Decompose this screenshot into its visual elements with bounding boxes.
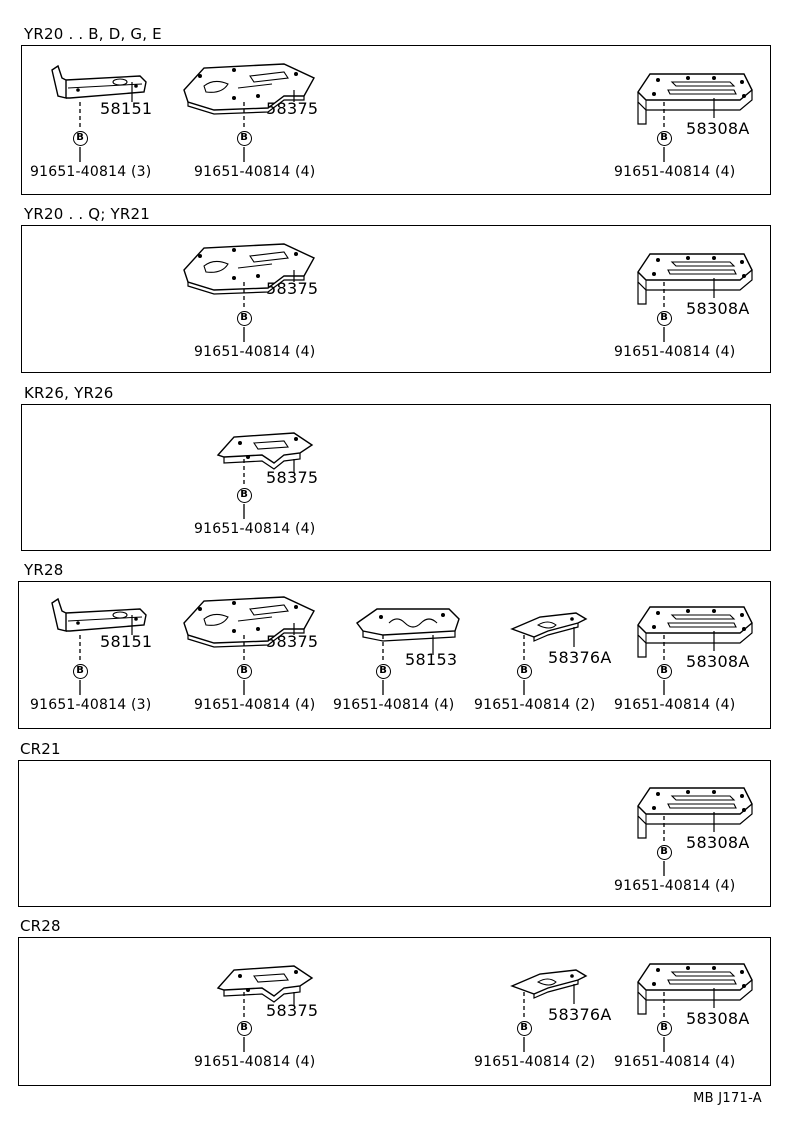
part-drawing-bracket xyxy=(51,597,147,695)
bolt-spec-label: 91651-40814 (4) xyxy=(194,344,316,360)
part-number-label: 58308A xyxy=(686,833,750,852)
section-box-yr28 xyxy=(18,581,771,729)
section-label-yr20-q-yr21: YR20 . . Q; YR21 xyxy=(24,205,151,223)
part-number-label: 58376A xyxy=(548,648,612,667)
bolt-spec-label: 91651-40814 (3) xyxy=(30,697,152,713)
part-number-label: 58375 xyxy=(266,632,319,651)
section-box-yr20-bdge xyxy=(21,45,771,195)
part-number-label: 58308A xyxy=(686,652,750,671)
bolt-spec-label: 91651-40814 (3) xyxy=(30,164,152,180)
bolt-spec-label: 91651-40814 (4) xyxy=(194,1054,316,1070)
part-drawing-strip xyxy=(510,612,588,695)
section-label-cr28: CR28 xyxy=(20,917,61,935)
bolt-spec-label: 91651-40814 (2) xyxy=(474,697,596,713)
section-label-yr28: YR28 xyxy=(24,561,64,579)
part-number-label: 58308A xyxy=(686,1009,750,1028)
section-label-cr21: CR21 xyxy=(20,740,61,758)
bolt-marker-b: B xyxy=(656,844,672,860)
part-drawing-strip xyxy=(510,969,588,1052)
part-drawing-bracket xyxy=(51,64,147,162)
bolt-spec-label: 91651-40814 (4) xyxy=(614,697,736,713)
section-label-yr20-bdge: YR20 . . B, D, G, E xyxy=(24,25,162,43)
part-drawing-cover xyxy=(637,606,753,695)
part-drawing-plate-small xyxy=(216,965,314,1052)
bolt-marker-b: B xyxy=(236,130,252,146)
bolt-marker-b: B xyxy=(656,130,672,146)
bolt-spec-label: 91651-40814 (4) xyxy=(333,697,455,713)
part-drawing-plate xyxy=(183,243,315,342)
bolt-spec-label: 91651-40814 (2) xyxy=(474,1054,596,1070)
bolt-spec-label: 91651-40814 (4) xyxy=(614,164,736,180)
bolt-spec-label: 91651-40814 (4) xyxy=(614,344,736,360)
bolt-marker-b: B xyxy=(236,663,252,679)
bolt-marker-b: B xyxy=(656,1020,672,1036)
bolt-marker-b: B xyxy=(516,1020,532,1036)
part-drawing-cover xyxy=(637,253,753,342)
bolt-marker-b: B xyxy=(72,130,88,146)
part-number-label: 58153 xyxy=(405,650,458,669)
part-drawing-cover xyxy=(637,787,753,876)
section-label-kr26-yr26: KR26, YR26 xyxy=(24,384,114,402)
part-number-label: 58308A xyxy=(686,119,750,138)
bolt-marker-b: B xyxy=(656,310,672,326)
section-box-kr26-yr26 xyxy=(21,404,771,551)
section-box-cr21 xyxy=(18,760,771,907)
part-drawing-shield xyxy=(356,608,460,695)
part-drawing-plate xyxy=(183,63,315,162)
bolt-marker-b: B xyxy=(236,310,252,326)
section-box-yr20-q-yr21 xyxy=(21,225,771,373)
part-number-label: 58151 xyxy=(100,632,153,651)
part-drawing-plate-small xyxy=(216,432,314,519)
part-drawing-cover xyxy=(637,73,753,162)
part-number-label: 58375 xyxy=(266,99,319,118)
bolt-marker-b: B xyxy=(516,663,532,679)
bolt-marker-b: B xyxy=(656,663,672,679)
part-number-label: 58375 xyxy=(266,279,319,298)
section-box-cr28 xyxy=(18,937,771,1086)
part-number-label: 58375 xyxy=(266,468,319,487)
bolt-spec-label: 91651-40814 (4) xyxy=(194,521,316,537)
part-number-label: 58375 xyxy=(266,1001,319,1020)
diagram-reference-code: MB J171-A xyxy=(693,1091,762,1106)
bolt-marker-b: B xyxy=(72,663,88,679)
bolt-marker-b: B xyxy=(375,663,391,679)
bolt-marker-b: B xyxy=(236,487,252,503)
part-number-label: 58151 xyxy=(100,99,153,118)
bolt-spec-label: 91651-40814 (4) xyxy=(614,878,736,894)
part-number-label: 58308A xyxy=(686,299,750,318)
part-drawing-cover xyxy=(637,963,753,1052)
bolt-spec-label: 91651-40814 (4) xyxy=(194,697,316,713)
part-drawing-plate xyxy=(183,596,315,695)
bolt-spec-label: 91651-40814 (4) xyxy=(614,1054,736,1070)
bolt-marker-b: B xyxy=(236,1020,252,1036)
part-number-label: 58376A xyxy=(548,1005,612,1024)
bolt-spec-label: 91651-40814 (4) xyxy=(194,164,316,180)
